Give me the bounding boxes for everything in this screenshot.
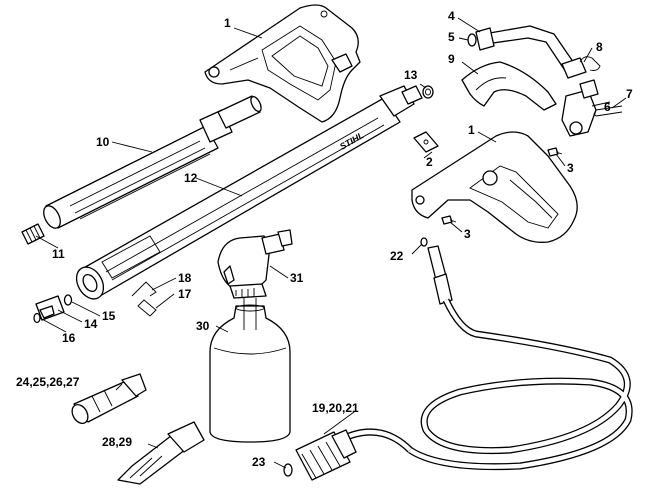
callout-10: 10 xyxy=(96,135,110,149)
part-10-extension-tube xyxy=(43,95,262,229)
part-1-handle-shell-lower xyxy=(411,131,578,243)
part-3-screw-lower xyxy=(441,215,457,225)
callout-30: 30 xyxy=(196,319,210,333)
part-11-spring xyxy=(21,223,45,245)
part-17-wire-clip xyxy=(137,299,157,317)
leader-lines xyxy=(35,17,627,469)
part-15-o-ring xyxy=(63,294,73,306)
callout-6: 6 xyxy=(604,100,611,114)
callout-15: 15 xyxy=(102,309,116,323)
part-30-foam-bottle xyxy=(209,298,291,443)
callout-8: 8 xyxy=(596,40,603,54)
callout-11: 11 xyxy=(52,247,65,261)
callout-7: 7 xyxy=(626,87,633,101)
callout-17: 17 xyxy=(178,287,192,301)
callout-9: 9 xyxy=(448,52,455,66)
part-5-o-ring xyxy=(467,33,477,47)
part-6-connector xyxy=(561,79,599,137)
part-8-retaining-clip xyxy=(579,56,601,71)
part-19-high-pressure-hose xyxy=(295,245,633,481)
part-28-flat-jet-nozzle xyxy=(117,421,205,485)
callout-4: 4 xyxy=(448,9,455,23)
part-23-o-ring xyxy=(283,463,293,477)
part-12-spray-lance: STIHL xyxy=(75,85,423,300)
callout-23: 23 xyxy=(252,455,266,469)
callout-24-25-26-27: 24,25,26,27 xyxy=(16,375,80,389)
callout-2: 2 xyxy=(426,155,433,169)
part-4-swivel-tube xyxy=(475,25,587,79)
part-18-wire-hook xyxy=(131,281,157,297)
part-2-clip xyxy=(413,131,439,153)
callout-31: 31 xyxy=(290,271,304,285)
part-31-foam-nozzle xyxy=(217,229,293,299)
callout-12: 12 xyxy=(184,171,198,185)
callout-3-lower: 3 xyxy=(464,227,471,241)
part-22-o-ring xyxy=(420,237,428,247)
callout-19-20-21: 19,20,21 xyxy=(312,401,359,415)
part-16-o-ring xyxy=(33,312,41,324)
callout-28-29: 28,29 xyxy=(102,435,132,449)
part-9-cover xyxy=(461,61,557,111)
callout-18: 18 xyxy=(178,271,192,285)
callout-14: 14 xyxy=(84,317,98,331)
part-3-screw-upper xyxy=(547,147,563,157)
part-7-u-clip xyxy=(593,105,623,117)
callout-3-upper: 3 xyxy=(567,161,574,175)
callout-5: 5 xyxy=(448,30,455,44)
part-13-o-ring xyxy=(422,85,434,99)
part-14-adapter xyxy=(35,295,65,321)
callout-22: 22 xyxy=(390,249,404,263)
part-24-rotary-nozzle xyxy=(71,373,147,424)
callout-labels: 1 1 2 3 3 4 5 6 7 8 9 10 11 12 13 14 15 … xyxy=(16,9,633,469)
part-1-handle-shell-upper xyxy=(204,4,361,123)
callout-13: 13 xyxy=(404,68,418,82)
callout-1-upper: 1 xyxy=(224,16,231,30)
callout-16: 16 xyxy=(62,331,76,345)
callout-1-lower: 1 xyxy=(468,123,475,137)
